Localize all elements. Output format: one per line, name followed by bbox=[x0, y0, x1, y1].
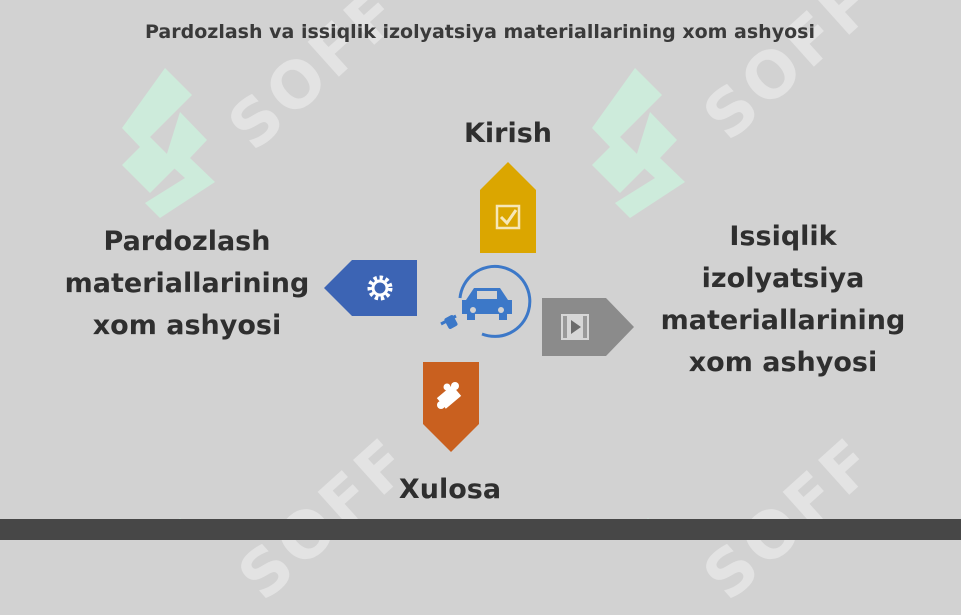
label-right: Issiqlik izolyatsiya materiallarining xo… bbox=[660, 221, 906, 378]
right-arrow bbox=[542, 298, 634, 356]
gear-icon bbox=[367, 275, 393, 301]
label-top: Kirish bbox=[463, 118, 553, 149]
top-arrow bbox=[480, 162, 536, 253]
bottom-arrow bbox=[423, 362, 479, 452]
footer-bar bbox=[0, 519, 961, 540]
label-left: Pardozlash materiallarining xom ashyosi bbox=[64, 226, 310, 341]
checkbox-icon bbox=[495, 204, 521, 230]
left-arrow bbox=[324, 260, 417, 316]
process-diagram bbox=[324, 162, 634, 452]
video-icon bbox=[561, 314, 589, 340]
label-bottom: Xulosa bbox=[398, 474, 502, 505]
electric-car-icon bbox=[440, 264, 532, 338]
slide-title: Pardozlash va issiqlik izolyatsiya mater… bbox=[145, 21, 815, 43]
puzzle-icon bbox=[436, 382, 462, 409]
